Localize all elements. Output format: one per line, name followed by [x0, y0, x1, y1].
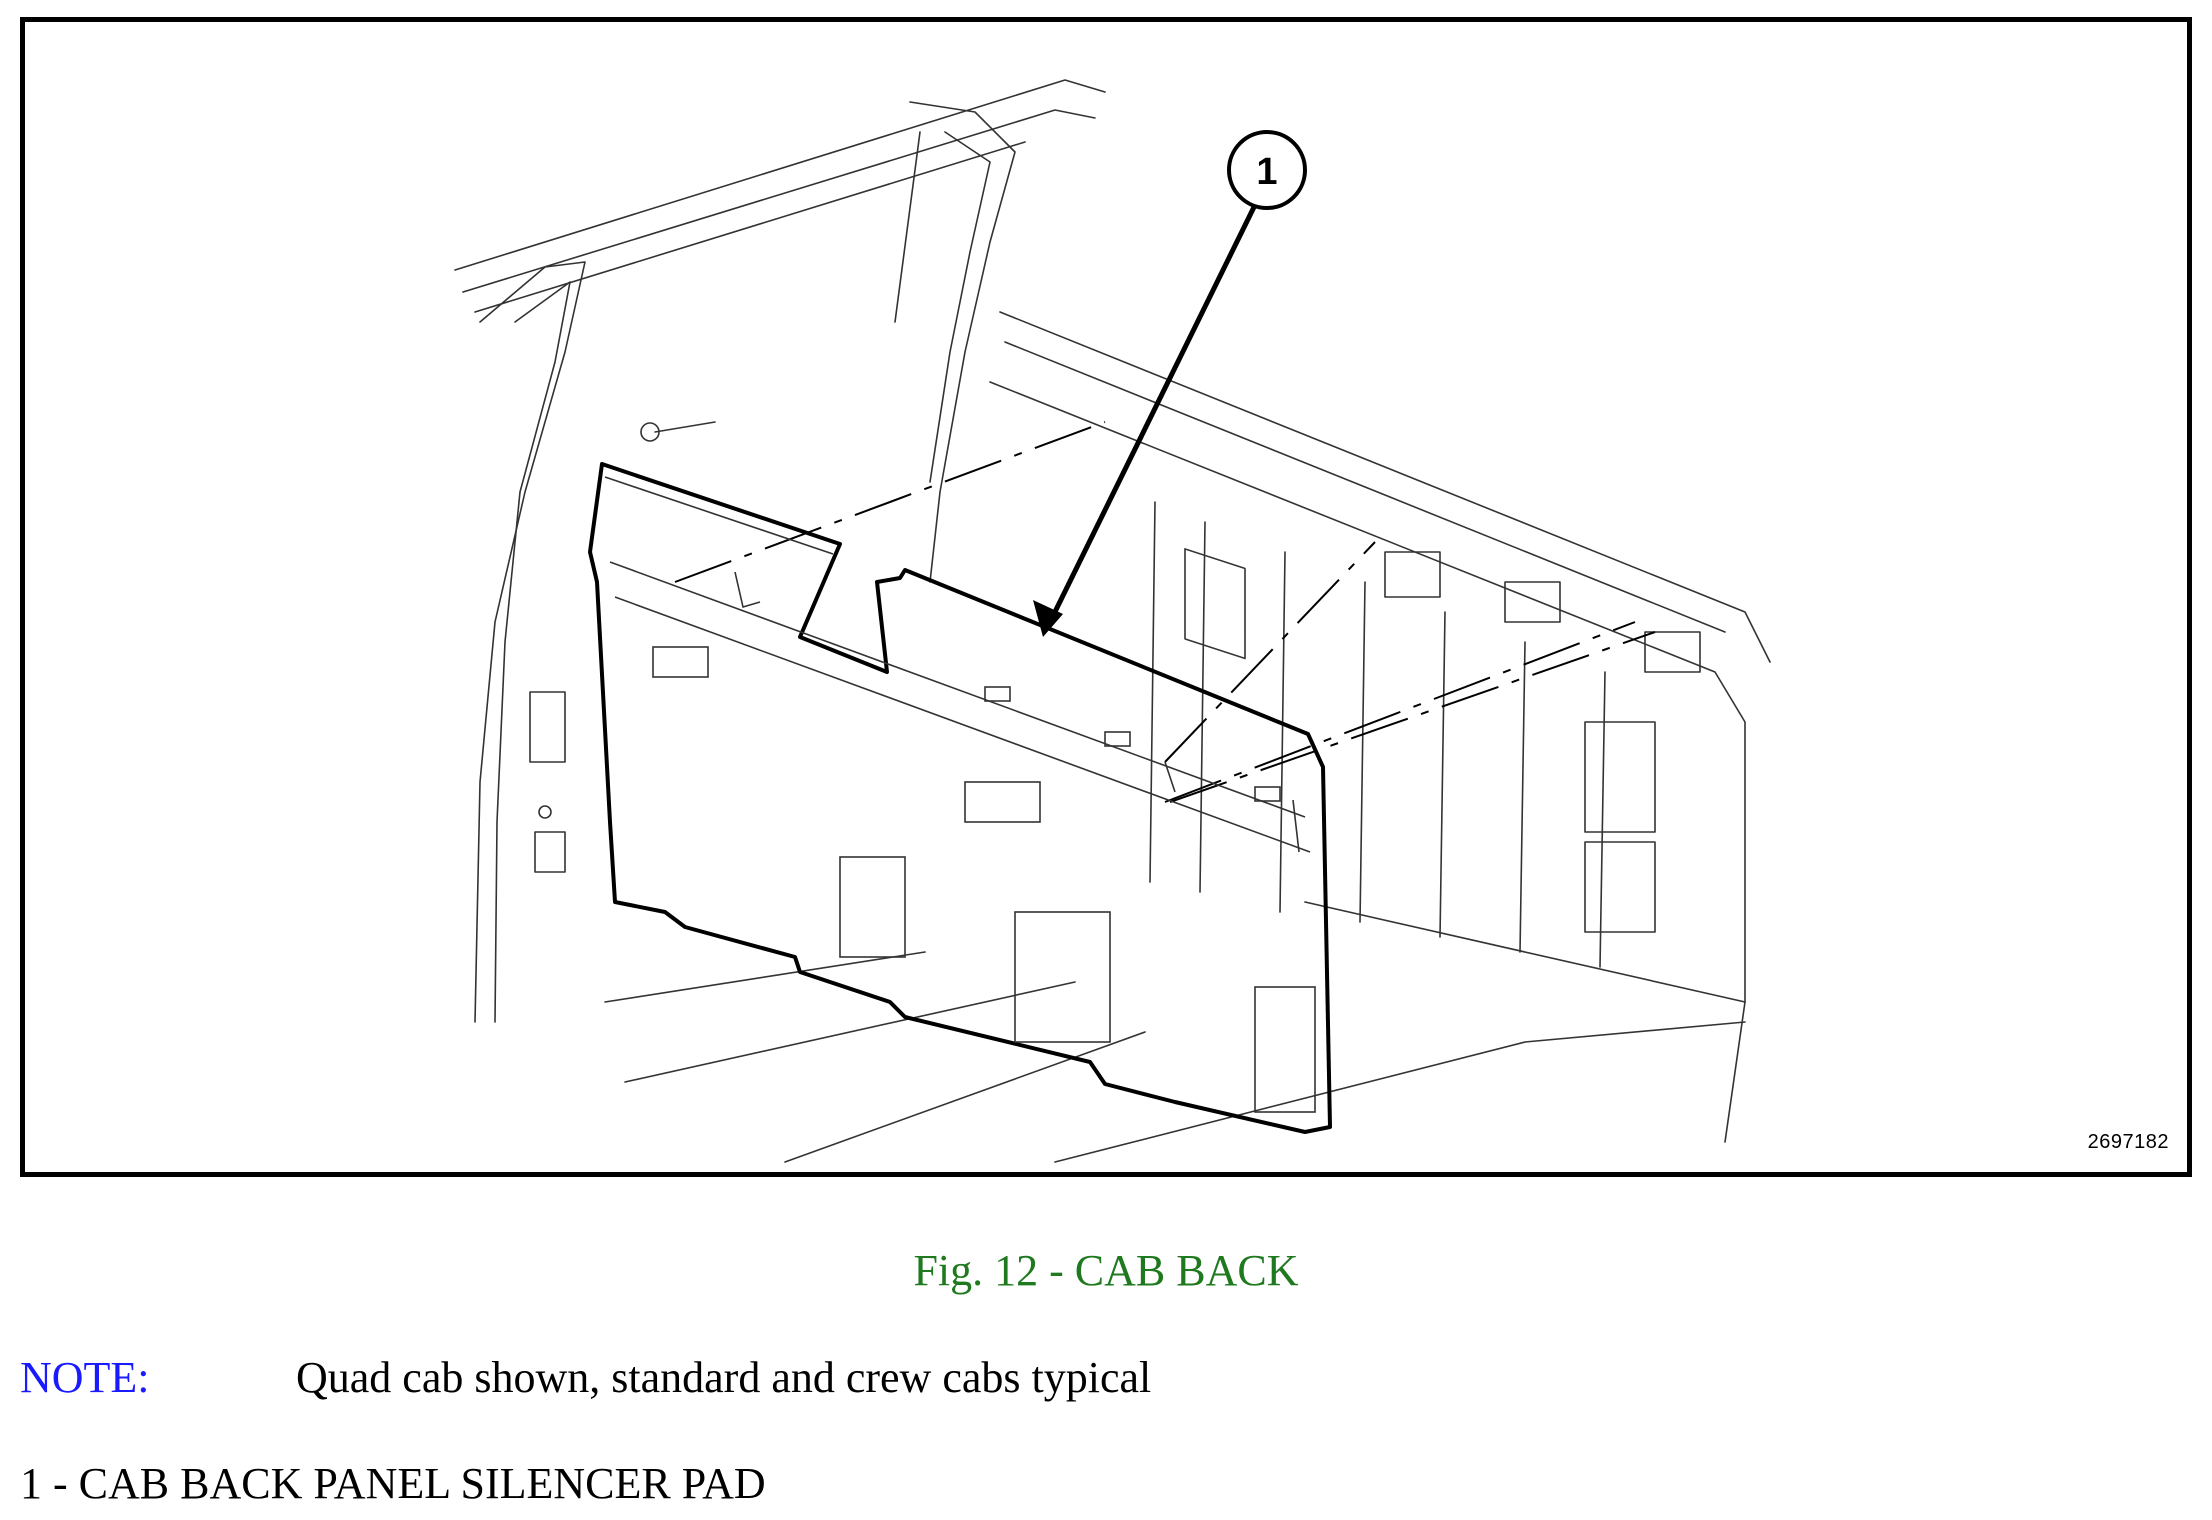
cab-wall-top	[999, 311, 1771, 663]
b-pillar	[909, 101, 1016, 583]
callout-leader	[1047, 203, 1258, 624]
note-row: NOTE: Quad cab shown, standard and crew …	[20, 1352, 2190, 1412]
callout-number: 1	[1256, 151, 1277, 193]
figure-frame: 1 2697182	[20, 17, 2192, 1177]
left-pillar	[474, 261, 586, 1023]
note-text: Quad cab shown, standard and crew cabs t…	[296, 1353, 1152, 1402]
callout-circle	[1227, 130, 1307, 210]
roof-rail-line	[454, 79, 1106, 271]
silencer-pad-outline	[588, 462, 1332, 1134]
figure-caption: Fig. 12 - CAB BACK	[913, 1246, 1299, 1295]
note-label: NOTE:	[20, 1353, 150, 1402]
figure-id: 2697182	[2087, 1131, 2169, 1153]
legend-item-1: 1 - CAB BACK PANEL SILENCER PAD	[20, 1459, 766, 1508]
silencer-pad-details	[604, 476, 1316, 1113]
cab-back-illustration: 1	[454, 79, 1771, 1163]
callout-arrowhead	[1033, 600, 1063, 637]
